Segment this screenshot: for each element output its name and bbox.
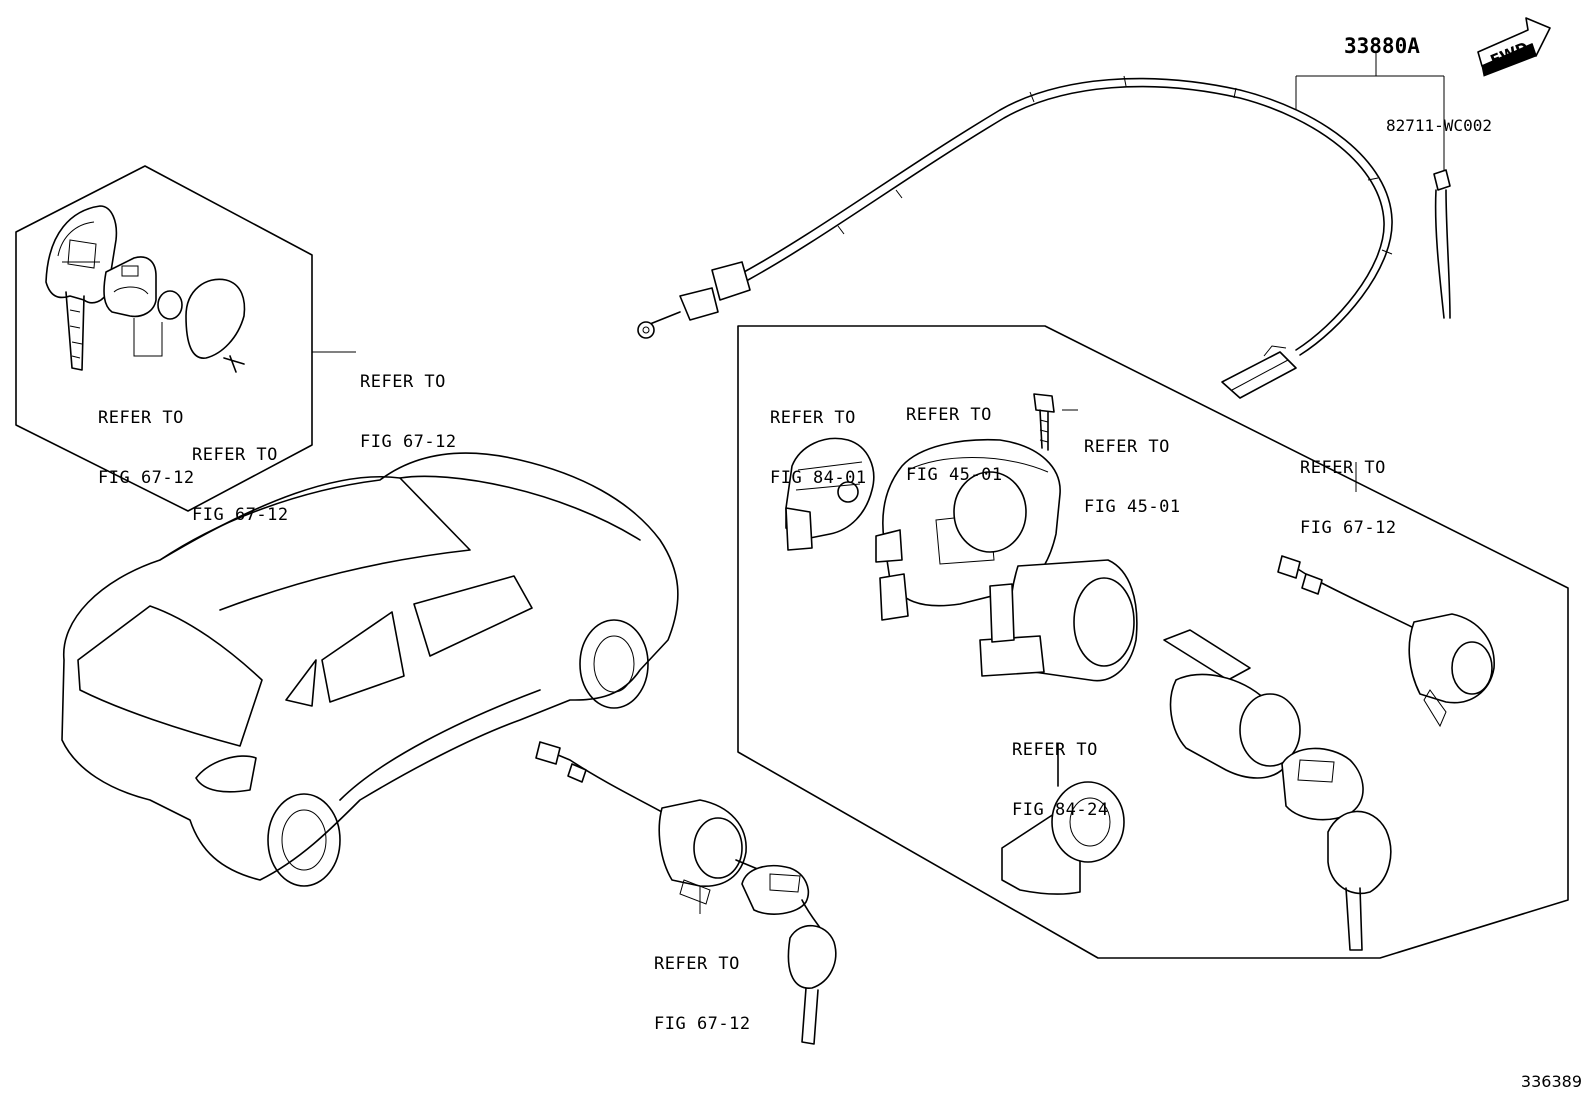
remote-key-set — [1327, 810, 1392, 895]
cable-eyelet — [637, 321, 655, 339]
key-fob-group — [15, 165, 356, 512]
shear-bolt — [1033, 393, 1055, 413]
callout-line: FIG 84-24 — [1012, 800, 1109, 820]
part-number-bracket — [1295, 52, 1445, 110]
remote-key-blade — [65, 291, 85, 371]
callout-door-lock-cylinder[interactable]: REFER TO FIG 67-12 — [654, 914, 751, 1054]
vehicle-outline — [61, 452, 679, 887]
cable-clamp — [1433, 169, 1451, 191]
callout-line: FIG 84-01 — [770, 468, 867, 488]
cable-line — [743, 77, 1393, 356]
fwd-arrow-icon: FWD — [1477, 17, 1551, 77]
door-lock-rod — [545, 749, 663, 813]
callout-line: REFER TO — [1084, 437, 1170, 457]
key-fob-box-outline — [15, 165, 313, 512]
vehicle-rear-wheel — [267, 793, 341, 887]
remote-key-head — [45, 205, 118, 304]
vehicle-rear-window — [77, 605, 263, 747]
callout-key-battery[interactable]: REFER TO FIG 67-12 — [98, 368, 195, 508]
figure-id: 336389 — [1520, 1072, 1582, 1091]
cable-group — [637, 52, 1451, 399]
callout-steering-lock-switch[interactable]: REFER TO FIG 84-01 — [770, 368, 867, 508]
vehicle-taillight — [195, 755, 257, 793]
battery — [157, 290, 183, 320]
callout-line: FIG 67-12 — [360, 432, 457, 452]
callout-shear-bolt[interactable]: REFER TO FIG 45-01 — [1084, 397, 1181, 537]
key-screw — [223, 355, 245, 373]
vehicle-side-window-rear — [321, 611, 405, 703]
callout-line: REFER TO — [1300, 458, 1386, 478]
callout-line: REFER TO — [770, 408, 856, 428]
callout-line: FIG 45-01 — [1084, 497, 1181, 517]
cable-end-fitting — [711, 261, 751, 301]
part-number-clamp[interactable]: 82711-WC002 — [1386, 116, 1492, 135]
callout-line: REFER TO — [360, 372, 446, 392]
lock-set-group — [737, 325, 1569, 959]
remote-key-set-blade — [1345, 887, 1363, 951]
spare-key-head — [787, 924, 837, 989]
callout-line: REFER TO — [192, 445, 278, 465]
callout-key-ring-illumination[interactable]: REFER TO FIG 84-24 — [1012, 700, 1109, 840]
lock-set-box-outline — [737, 325, 1569, 959]
callout-key-screw[interactable]: REFER TO FIG 67-12 — [192, 405, 289, 545]
callout-lock-set-box[interactable]: REFER TO FIG 67-12 — [1300, 418, 1397, 558]
callout-line: FIG 67-12 — [654, 1014, 751, 1034]
callout-line: REFER TO — [906, 405, 992, 425]
spare-key-blade — [801, 987, 819, 1045]
remote-key-head-set — [1281, 747, 1364, 821]
callout-line: REFER TO — [654, 954, 740, 974]
vehicle-side-window-front — [413, 575, 533, 657]
cable-tie — [1434, 189, 1451, 319]
ignition-key-connector — [1163, 629, 1251, 681]
key-cover — [185, 278, 246, 359]
part-number-cable-assembly[interactable]: 33880A — [1344, 34, 1420, 58]
callout-line: REFER TO — [1012, 740, 1098, 760]
callout-line: FIG 67-12 — [98, 468, 195, 488]
door-lock-group — [535, 741, 837, 1045]
callout-line: FIG 45-01 — [906, 465, 1003, 485]
callout-line: FIG 67-12 — [1300, 518, 1397, 538]
vehicle-body — [61, 452, 679, 881]
vehicle-front-wheel — [579, 619, 649, 709]
callout-line: FIG 67-12 — [192, 505, 289, 525]
callout-steering-lock-body[interactable]: REFER TO FIG 45-01 — [906, 365, 1003, 505]
callout-line: REFER TO — [98, 408, 184, 428]
callout-key-fob-box[interactable]: REFER TO FIG 67-12 — [360, 332, 457, 472]
